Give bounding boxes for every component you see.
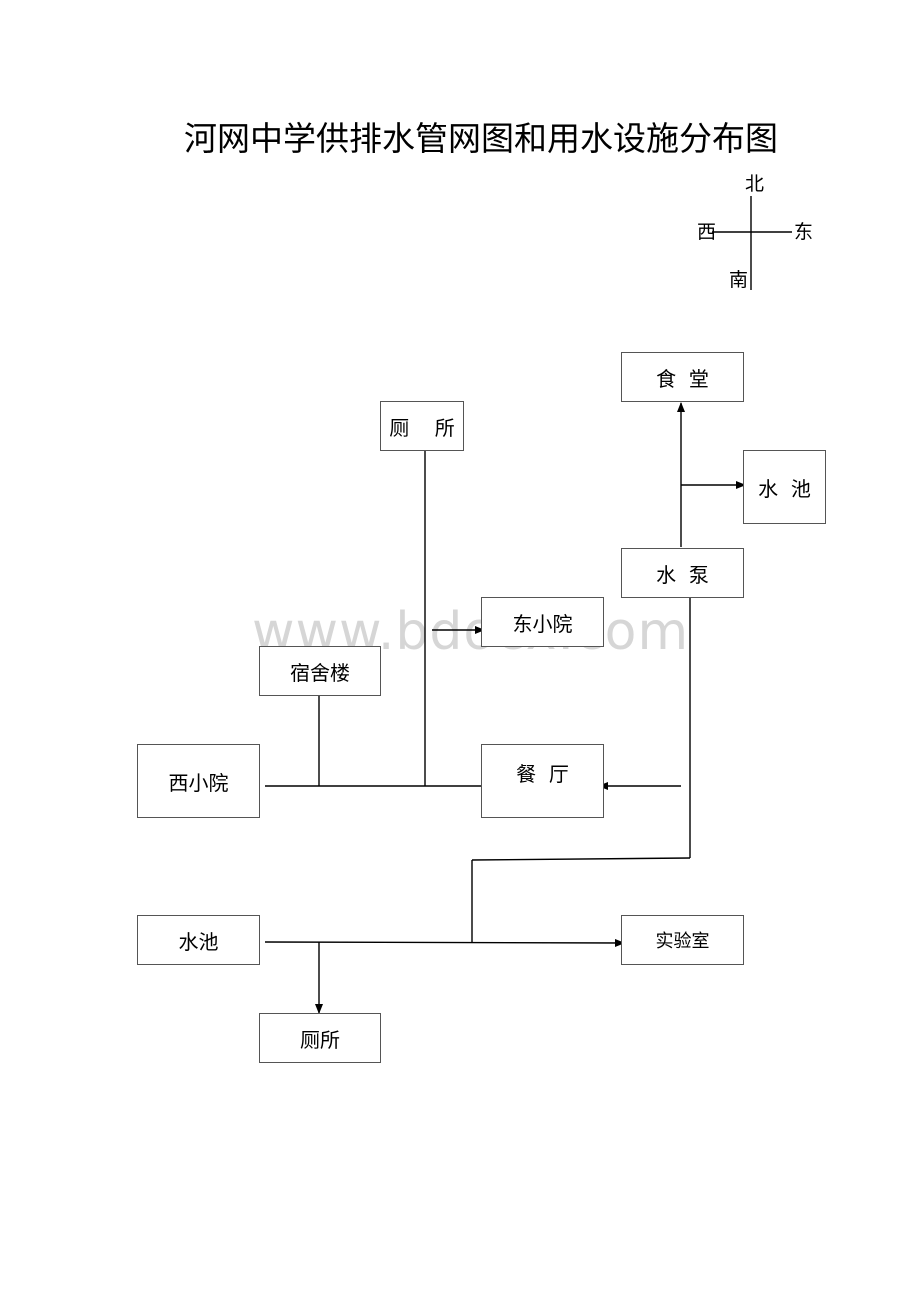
south-toilet-box: 厕所 [259,1013,381,1063]
compass-south-label: 南 [729,269,749,291]
west-pool-label: 水池 [178,929,219,954]
north-toilet-label: 厕 所 [389,415,455,440]
east-pool-label: 水 池 [758,476,811,501]
east-courtyard-box: 东小院 [481,597,604,647]
north-toilet-box: 厕 所 [380,401,464,451]
page-title: 河网中学供排水管网图和用水设施分布图 [184,119,778,158]
laboratory-label: 实验室 [655,931,710,952]
pipe-south-west [471,857,691,861]
east-courtyard-label: 东小院 [512,611,573,636]
pipe-pool-to-lab [264,938,625,947]
compass-east-label: 东 [794,221,814,243]
compass-west-label: 西 [697,221,717,243]
dormitory-box: 宿舍楼 [259,646,381,696]
south-toilet-label: 厕所 [300,1027,340,1052]
west-pool-box: 水池 [137,915,260,965]
east-pool-box: 水 池 [743,450,826,524]
pump-box: 水 泵 [621,548,744,598]
canteen-box: 食 堂 [621,352,744,402]
dormitory-label: 宿舍楼 [290,660,350,685]
canteen-label: 食 堂 [656,366,709,391]
dining-hall-label: 餐 厅 [516,762,569,786]
compass-north-label: 北 [745,173,765,195]
west-courtyard-label: 西小院 [168,770,229,795]
pump-label: 水 泵 [656,562,709,587]
laboratory-box: 实验室 [621,915,744,965]
west-courtyard-box: 西小院 [137,744,260,818]
dining-hall-box: 餐 厅 [481,744,604,818]
